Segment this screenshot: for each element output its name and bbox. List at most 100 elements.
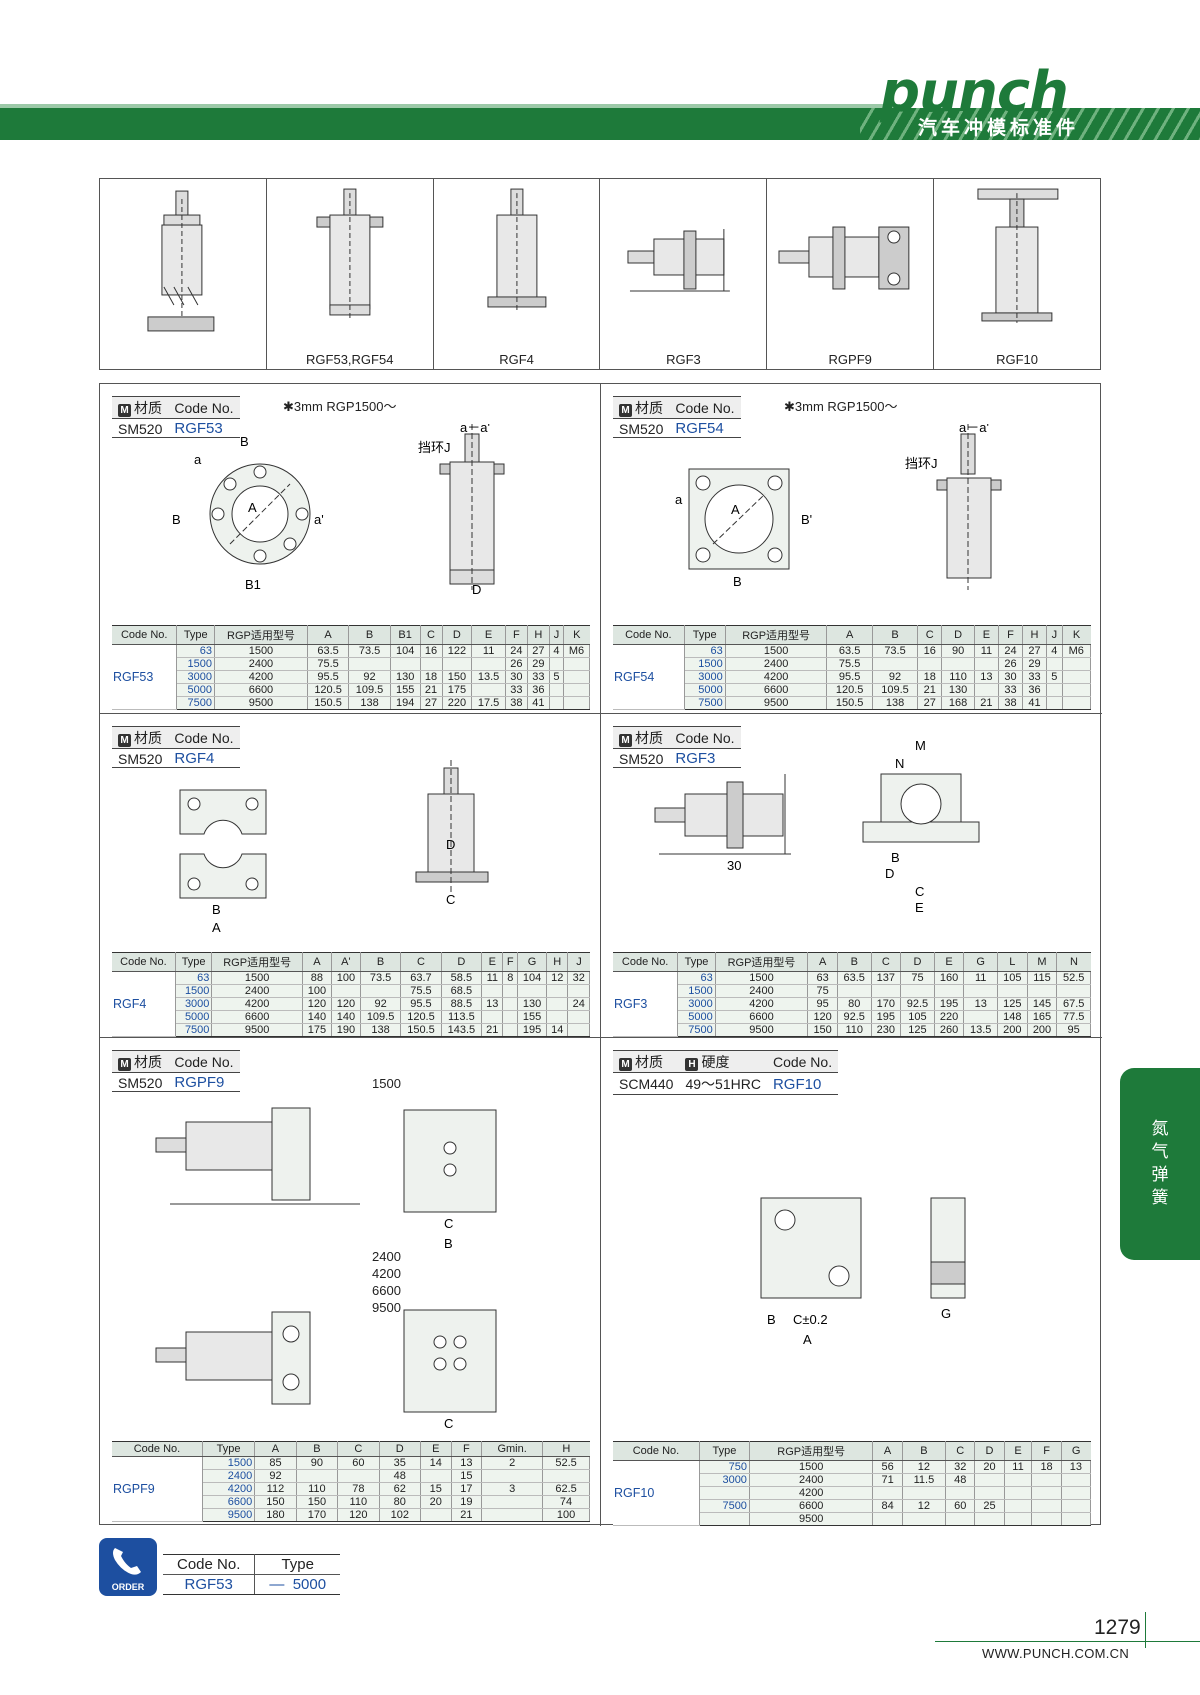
material-text: 材质 [134,730,162,746]
column-header: F [451,1441,483,1457]
value-cell [1062,683,1092,697]
value-cell: 25 [974,1499,1005,1513]
value-cell: 36 [1022,683,1048,697]
value-cell: 52.5 [1056,971,1091,985]
type-cell: 1500 [202,1456,256,1470]
value-cell [974,1473,1005,1487]
value-cell: 138 [348,696,391,710]
value-cell: 175 [302,1023,332,1037]
value-cell [502,984,519,998]
value-cell: 4200 [725,670,828,684]
type-cell: 63 [677,971,716,985]
column-header: A [872,1441,903,1461]
column-header: D [442,625,473,645]
type-cell: 1500 [677,984,716,998]
value-cell: 13 [451,1456,483,1470]
value-cell: 9500 [211,1023,303,1037]
order-type-value: 5000 [292,1576,327,1593]
code-value: RGF53 [168,418,240,438]
value-cell: 17.5 [471,696,506,710]
value-cell: 95 [1056,1023,1091,1037]
value-cell: 155 [390,683,421,697]
rgf4-drawing: BA DC [179,760,489,935]
column-header: J [1046,625,1063,645]
value-cell: 140 [302,1010,332,1024]
value-cell: 95.5 [400,997,442,1011]
value-cell: 15 [451,1469,483,1483]
header-stripes [860,108,1200,140]
value-cell: 195 [871,1010,902,1024]
column-header: E [471,625,506,645]
value-cell: 11 [974,644,999,658]
value-cell: 120.5 [400,1010,442,1024]
rgf53-drawing: A Ba a'B B1 a－a'挡环J D [172,424,505,594]
rgf3-thumb-drawing [627,229,731,292]
value-cell: 13.5 [471,670,506,684]
svg-text:M: M [915,738,926,753]
value-cell [872,657,919,671]
value-cell: M6 [563,644,590,658]
value-cell: 13 [481,997,504,1011]
column-header: D [941,625,975,645]
type-cell: 1500 [175,984,213,998]
value-cell: 120 [337,1508,380,1522]
order-icon: ORDER [99,1538,157,1596]
category-side-tab[interactable]: 氮 气 弹 簧 [1120,1068,1200,1260]
value-cell: 62 [379,1482,421,1496]
value-cell: 4200 [211,997,303,1011]
value-cell [934,984,965,998]
type-cell: 3000 [175,997,213,1011]
type-label-multi: 2400 4200 6600 9500 [372,1248,401,1316]
value-cell: 3 [481,1482,544,1496]
svg-text:A: A [803,1332,812,1347]
value-cell [390,657,421,671]
brand-logo: punch [880,60,1069,125]
value-cell: 92 [254,1469,297,1483]
column-header: A [254,1441,297,1457]
value-cell: 38 [505,696,528,710]
code-value: RGF4 [168,748,240,768]
column-header: B [902,1441,947,1461]
value-cell: 102 [379,1508,421,1522]
type-cell: 3000 [684,670,726,684]
value-cell: 30 [505,670,528,684]
material-text: 材质 [635,400,663,416]
thumb-rgpf9: RGPF9 [767,179,935,369]
material-value: SM520 [613,748,670,768]
value-cell [546,1010,569,1024]
value-cell: 150 [296,1495,339,1509]
column-header: H [1022,625,1048,645]
value-cell: 195 [934,997,965,1011]
value-cell: 80 [379,1495,421,1509]
value-cell: 60 [337,1456,380,1470]
type-cell [699,1512,750,1526]
value-cell: 6600 [715,1010,809,1024]
value-cell: 122 [442,644,473,658]
value-cell: 130 [517,997,548,1011]
value-cell: 78 [337,1482,380,1496]
value-cell: 148 [997,1010,1028,1024]
code-cell: RGPF9 [112,1456,203,1522]
value-cell: 13 [974,670,999,684]
value-cell: 2400 [749,1473,874,1487]
value-cell: 100 [542,1508,590,1522]
code-value: RGF10 [766,1072,839,1095]
type-cell: 3000 [699,1473,750,1487]
value-cell: 33 [505,683,528,697]
value-cell: 115 [1027,971,1058,985]
website-url[interactable]: WWW.PUNCH.COM.CN [982,1646,1130,1661]
